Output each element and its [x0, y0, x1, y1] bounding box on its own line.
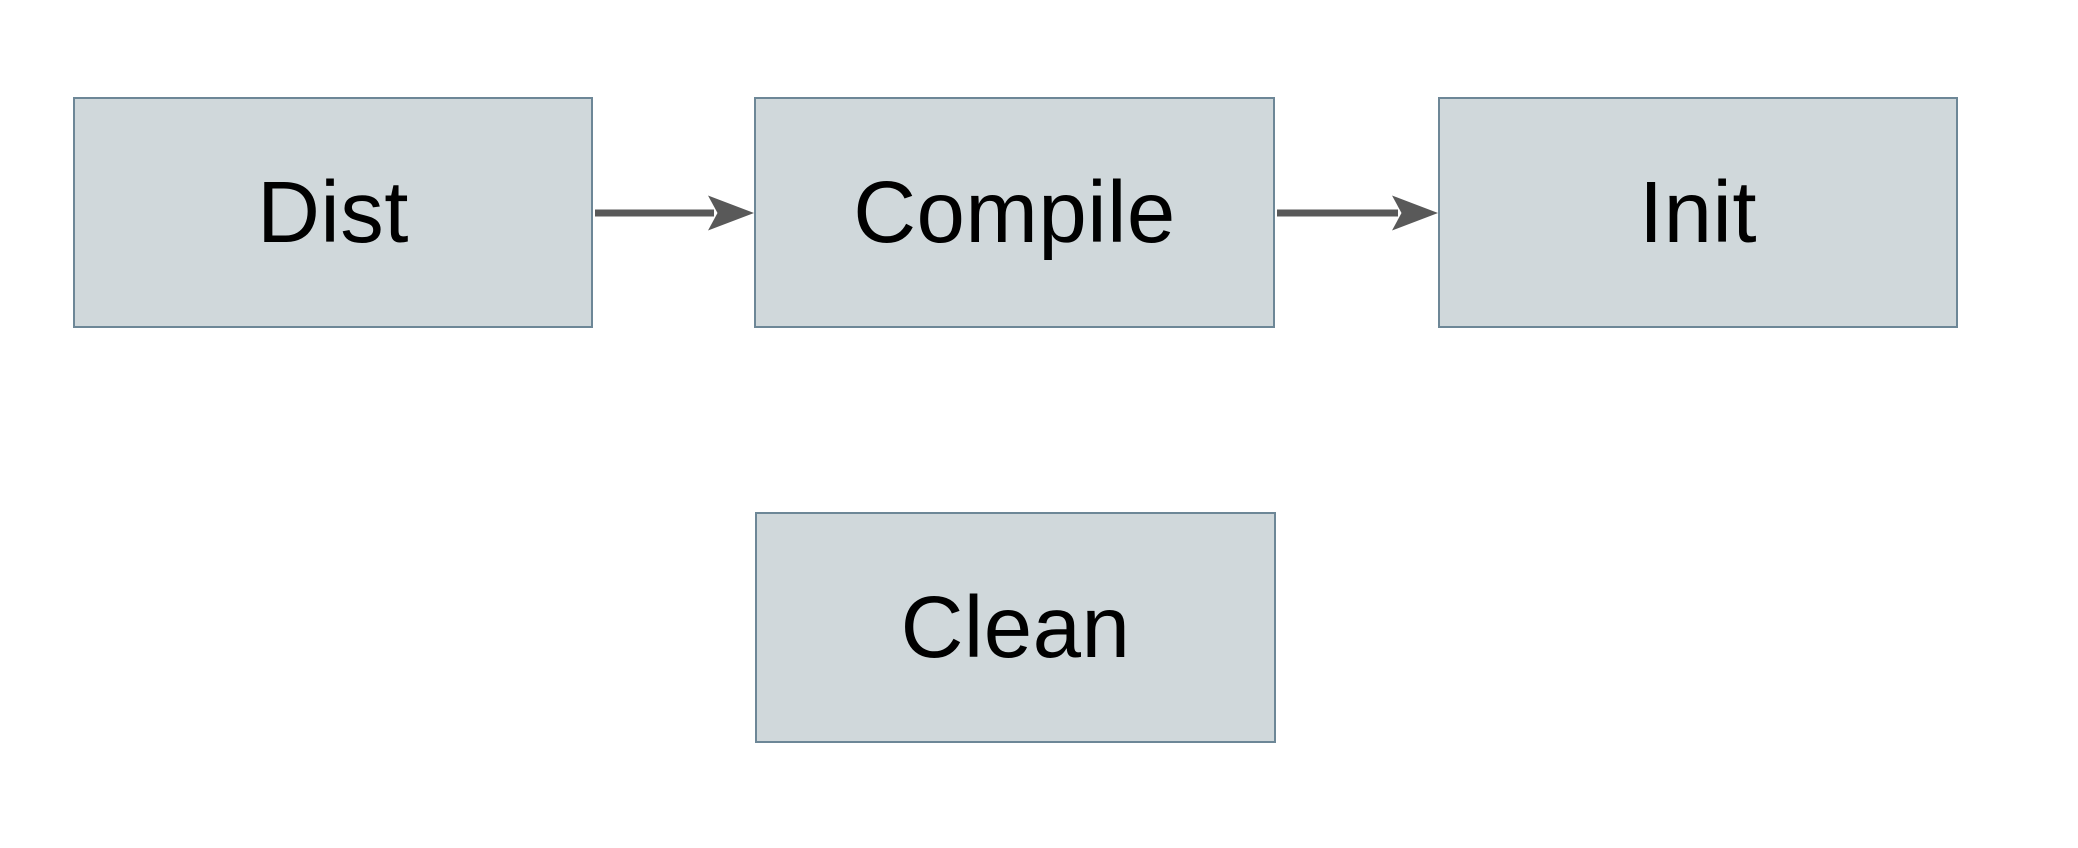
node-compile-label: Compile — [853, 164, 1176, 261]
arrowhead-icon — [708, 195, 754, 231]
node-clean-label: Clean — [900, 579, 1131, 676]
edge-compile-to-init[interactable] — [1277, 195, 1438, 231]
node-clean[interactable]: Clean — [755, 512, 1276, 743]
node-init-label: Init — [1638, 164, 1758, 261]
arrowhead-icon — [1392, 195, 1438, 231]
edge-dist-to-compile[interactable] — [595, 195, 754, 231]
node-dist-label: Dist — [257, 164, 409, 261]
node-dist[interactable]: Dist — [73, 97, 593, 328]
node-compile[interactable]: Compile — [754, 97, 1275, 328]
node-init[interactable]: Init — [1438, 97, 1958, 328]
